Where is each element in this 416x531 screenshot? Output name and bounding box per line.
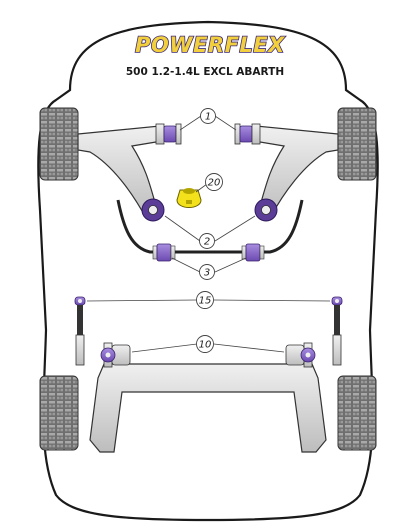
rear-beam	[89, 363, 327, 453]
svg-text:POWERFLEX: POWERFLEX	[135, 33, 286, 57]
callout-10: 10	[196, 335, 214, 353]
front-left-wheel	[39, 107, 79, 181]
svg-text:15: 15	[199, 296, 212, 307]
svg-text:2: 2	[204, 237, 210, 248]
anti-roll-bar-bush-right	[241, 243, 265, 262]
anti-roll-bar-bush-left	[152, 243, 176, 262]
rear-shock-left	[74, 296, 86, 366]
callout-15: 15	[196, 291, 214, 309]
engine-mount-insert	[176, 188, 202, 208]
svg-text:10: 10	[199, 340, 212, 351]
svg-text:3: 3	[204, 268, 210, 279]
rear-right-wheel	[337, 375, 377, 451]
anti-roll-bar	[116, 199, 304, 254]
svg-text:1: 1	[205, 112, 211, 123]
wishbone-rear-bush-right	[254, 198, 278, 222]
callout-2: 2	[199, 233, 215, 249]
callout-leaders	[86, 115, 331, 353]
model-subtitle: 500 1.2-1.4L EXCL ABARTH	[126, 66, 284, 78]
svg-text:20: 20	[208, 178, 221, 189]
wishbone-front-bush-right	[234, 123, 261, 145]
rear-beam-bush-left	[100, 342, 131, 368]
rear-left-wheel	[39, 375, 79, 451]
callout-3: 3	[199, 264, 215, 280]
front-right-wheel	[337, 107, 377, 181]
callout-20: 20	[205, 173, 223, 191]
callout-1: 1	[200, 108, 216, 124]
powerflex-logo: POWERFLEX	[134, 32, 286, 58]
wishbone-rear-bush-left	[141, 198, 165, 222]
rear-beam-bush-right	[285, 342, 316, 368]
rear-shock-right	[331, 296, 343, 366]
wishbone-front-bush-left	[155, 123, 182, 145]
